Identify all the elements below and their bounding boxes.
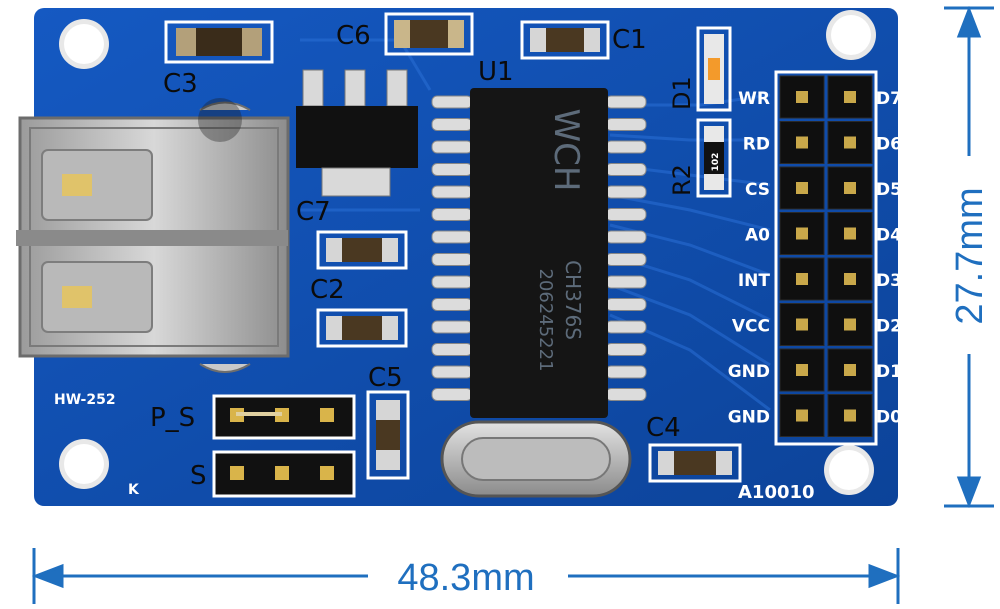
chip-pin-left <box>431 95 473 109</box>
smd-capacitor-bodies <box>176 20 732 475</box>
pin-label-right: D4 <box>876 226 902 246</box>
chip-logo-text: WCH <box>546 109 586 192</box>
pin-label-left: RD <box>743 135 770 155</box>
pin-label-left: A0 <box>745 226 770 246</box>
chip-pins <box>431 95 647 401</box>
chip-lot-text: 206245221 <box>535 268 556 371</box>
label-c1: C1 <box>612 25 647 55</box>
chip-pin-left <box>431 230 473 244</box>
label-jumper-s: S <box>190 461 207 491</box>
header-pin <box>844 364 856 376</box>
width-dimension-label: 48.3mm <box>397 557 534 599</box>
header-pin <box>796 182 808 194</box>
chip-pin-left <box>431 275 473 289</box>
label-d1: D1 <box>668 76 696 110</box>
pin-label-right: D2 <box>876 317 902 337</box>
chip-pin-left <box>431 140 473 154</box>
chip-pin-right <box>605 118 647 131</box>
chip-pin-right <box>605 365 647 379</box>
mounting-holes <box>59 10 876 495</box>
chip-pin-left <box>431 118 473 131</box>
pin-label-left: INT <box>738 271 771 291</box>
usb-a-connector <box>16 101 290 373</box>
chip-pin-right <box>605 343 647 356</box>
chip-pin-left <box>431 208 473 221</box>
chip-pin-right <box>605 275 647 289</box>
resistor-code-label: 102 <box>711 153 721 172</box>
chip-pin-right <box>605 320 647 334</box>
ch376s-chip <box>470 88 608 418</box>
pin-label-left: GND <box>728 408 770 428</box>
pin-label-left: GND <box>728 362 770 382</box>
header-pin <box>844 91 856 103</box>
chip-pin-right <box>605 140 647 154</box>
jumper-s <box>212 450 356 498</box>
chip-pin-left <box>431 343 473 356</box>
dimension-height <box>944 5 994 509</box>
chip-pin-left <box>431 185 473 199</box>
chip-pin-right <box>605 230 647 244</box>
board-serial-label: A10010 <box>738 482 815 503</box>
label-jumper-ps: P_S <box>150 403 195 433</box>
header-pin <box>844 136 856 149</box>
header-pin <box>844 273 856 285</box>
pin-label-left: CS <box>745 180 770 200</box>
pin-label-right: D3 <box>876 271 902 291</box>
chip-pin-left <box>431 320 473 334</box>
jumper-p-s <box>212 394 356 440</box>
pin-label-right: D1 <box>876 362 902 382</box>
smd-capacitors <box>164 12 742 483</box>
dimension-width <box>31 548 901 604</box>
chip-pin-left <box>431 365 473 379</box>
chip-pin-right <box>605 253 647 266</box>
crystal-oscillator <box>440 420 632 498</box>
header-pin <box>844 318 856 331</box>
header-pin <box>796 136 808 149</box>
chip-pin-left <box>431 298 473 311</box>
header-pin <box>796 227 808 240</box>
label-r2: R2 <box>668 164 696 196</box>
pin-label-left: WR <box>738 89 770 109</box>
label-c3: C3 <box>163 69 198 99</box>
chip-pin-right <box>605 298 647 311</box>
header-pin <box>796 273 808 285</box>
label-c5: C5 <box>368 363 403 393</box>
header-pin <box>844 227 856 240</box>
chip-pin-left <box>431 163 473 176</box>
voltage-regulator <box>198 69 418 197</box>
label-c7: C7 <box>296 197 331 227</box>
chip-pin-right <box>605 208 647 221</box>
pin-label-right: D5 <box>876 180 902 200</box>
pin-label-right: D0 <box>876 408 902 428</box>
chip-pin-right <box>605 185 647 199</box>
header-pin <box>796 91 808 103</box>
chip-pin-right <box>605 163 647 176</box>
header-pin <box>796 364 808 376</box>
header-pin <box>796 318 808 331</box>
board-corner-mark: K <box>128 482 140 498</box>
pin-header-2x8 <box>774 70 878 446</box>
chip-pin-left <box>431 388 473 401</box>
height-dimension-label: 27.7mm <box>949 187 991 324</box>
label-c4: C4 <box>646 413 681 443</box>
pin-label-right: D7 <box>876 89 902 109</box>
header-pin <box>844 182 856 194</box>
chip-pin-right <box>605 388 647 401</box>
chip-part-text: CH376S <box>561 260 585 340</box>
board-model-label: HW-252 <box>54 392 116 408</box>
pin-label-left: VCC <box>732 317 770 337</box>
chip-pin-left <box>431 253 473 266</box>
label-u1: U1 <box>478 57 514 87</box>
label-c6: C6 <box>336 21 371 51</box>
header-pin <box>844 409 856 422</box>
header-pin <box>796 409 808 422</box>
label-c2: C2 <box>310 275 345 305</box>
resistor-r2 <box>696 118 732 198</box>
chip-pin-right <box>605 95 647 109</box>
pin-label-right: D6 <box>876 135 902 155</box>
led-d1 <box>696 26 732 112</box>
